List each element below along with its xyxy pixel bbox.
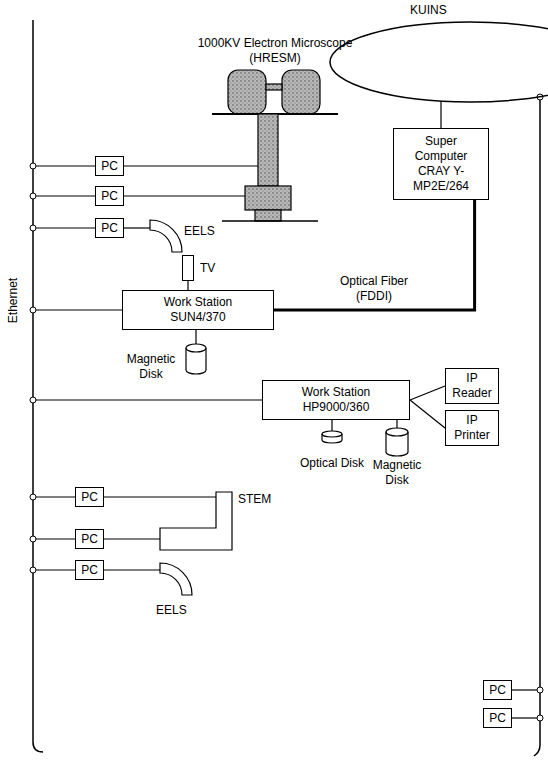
connector bbox=[440, 101, 441, 128]
disk-label: Optical Disk bbox=[300, 456, 364, 471]
pc-box: PC bbox=[75, 529, 104, 549]
device-box: IP Printer bbox=[445, 410, 499, 446]
ellipse-outline bbox=[330, 22, 548, 102]
device-box: IP Reader bbox=[445, 368, 499, 404]
node-label: TV bbox=[200, 261, 215, 276]
magnetic-disk bbox=[386, 420, 408, 456]
node-label: PC bbox=[101, 189, 118, 204]
connector bbox=[410, 386, 445, 400]
disk-label: Magnetic Disk bbox=[122, 352, 180, 382]
node-label: PC bbox=[489, 683, 506, 698]
eels-detector bbox=[160, 563, 192, 595]
detector-label: EELS bbox=[156, 603, 187, 618]
node-label: IP Printer bbox=[450, 413, 494, 443]
pc-box: PC bbox=[75, 560, 104, 580]
pc-box: PC bbox=[483, 708, 512, 728]
network-bus bbox=[534, 97, 540, 756]
tv-box: TV bbox=[182, 255, 194, 281]
pc-box: PC bbox=[95, 156, 124, 176]
node-label: Work Station SUN4/370 bbox=[155, 295, 241, 325]
node-label: Work Station HP9000/360 bbox=[293, 385, 379, 415]
computer-box: Super Computer CRAY Y-MP2E/264 bbox=[393, 128, 489, 200]
disk-label: Magnetic Disk bbox=[368, 458, 426, 488]
connector bbox=[274, 200, 475, 310]
instrument-label: STEM bbox=[238, 492, 271, 507]
connector-label: Optical Fiber (FDDI) bbox=[334, 274, 414, 304]
pc-box: PC bbox=[95, 218, 124, 238]
detector-label: EELS bbox=[184, 224, 215, 239]
workstation-box: Work Station SUN4/370 bbox=[122, 290, 274, 330]
bus-label: Ethernet bbox=[6, 270, 21, 330]
ethernet-bus bbox=[33, 20, 43, 752]
bus-branch bbox=[33, 166, 540, 718]
connector bbox=[410, 400, 445, 428]
node-label: PC bbox=[81, 563, 98, 578]
node-label: PC bbox=[81, 532, 98, 547]
node-label: Super Computer CRAY Y-MP2E/264 bbox=[400, 134, 482, 194]
connector bbox=[187, 281, 188, 290]
ellipse-outline bbox=[330, 22, 548, 102]
node-label: PC bbox=[81, 490, 98, 505]
stem-column bbox=[160, 492, 232, 550]
node-label: IP Reader bbox=[450, 371, 494, 401]
junction-dot bbox=[30, 94, 543, 721]
node-label: KUINS bbox=[410, 3, 447, 18]
pc-box: PC bbox=[483, 680, 512, 700]
workstation-box: Work Station HP9000/360 bbox=[262, 380, 410, 420]
magnetic-disk bbox=[186, 330, 206, 374]
node-label: PC bbox=[101, 221, 118, 236]
eels-detector bbox=[150, 220, 182, 252]
node-label: PC bbox=[489, 711, 506, 726]
pc-box: PC bbox=[95, 186, 124, 206]
optical-disk bbox=[322, 420, 342, 443]
network-ellipse: KUINS bbox=[330, 22, 548, 102]
pc-box: PC bbox=[75, 487, 104, 507]
node-label: PC bbox=[101, 159, 118, 174]
electron-microscope bbox=[212, 70, 338, 221]
microscope-label: 1000KV Electron Microscope (HRESM) bbox=[185, 36, 365, 66]
